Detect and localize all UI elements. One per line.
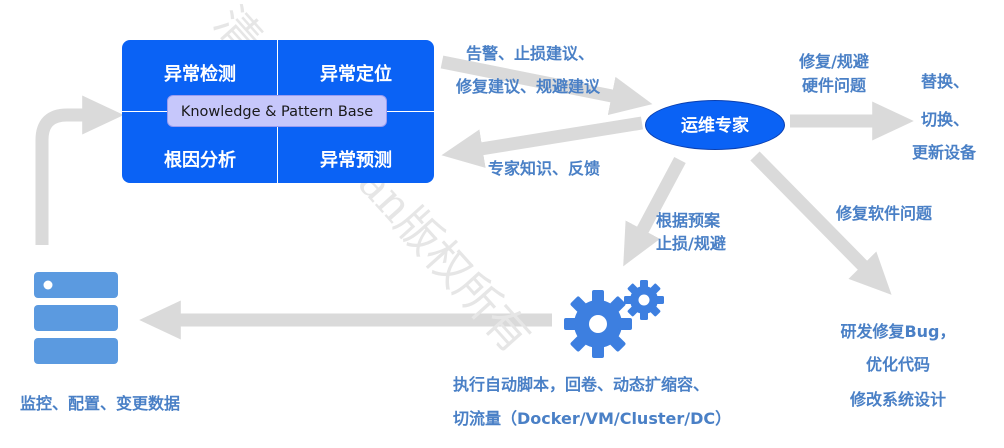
anomaly-localization: 异常定位 bbox=[320, 64, 392, 85]
dev-label-1: 研发修复Bug， bbox=[840, 322, 956, 341]
execute-label-1: 执行自动脚本，回卷、动态扩缩容、 bbox=[453, 375, 710, 394]
software-arrow bbox=[750, 151, 892, 295]
server-icon bbox=[34, 272, 118, 364]
alert-label-1: 告警、止损建议、 bbox=[466, 44, 595, 63]
plan-label-1: 根据预案 bbox=[656, 211, 721, 230]
hardware-label-2: 硬件问题 bbox=[801, 76, 866, 95]
replace-label-1: 替换、 bbox=[921, 72, 970, 91]
dev-label-2: 优化代码 bbox=[865, 355, 930, 374]
alert-arrow bbox=[440, 55, 653, 116]
knowledge-pattern-base: Knowledge & Pattern Base bbox=[167, 95, 387, 127]
loop-arrow bbox=[35, 95, 124, 245]
root-cause-analysis: 根因分析 bbox=[164, 150, 236, 171]
alert-label-2: 修复建议、规避建议 bbox=[456, 77, 601, 96]
ops-expert: 运维专家 bbox=[645, 100, 785, 150]
anomaly-prediction: 异常预测 bbox=[320, 150, 392, 171]
hardware-label-1: 修复/规避 bbox=[799, 52, 869, 71]
anomaly-detection: 异常检测 bbox=[164, 64, 236, 85]
dev-label-3: 修改系统设计 bbox=[849, 390, 946, 409]
replace-label-2: 切换、 bbox=[921, 110, 970, 129]
software-label: 修复软件问题 bbox=[836, 204, 933, 223]
gears-icon bbox=[564, 280, 664, 358]
execute-label-2: 切流量（Docker/VM/Cluster/DC） bbox=[453, 409, 732, 428]
replace-label-3: 更新设备 bbox=[912, 143, 977, 162]
plan-arrow bbox=[623, 156, 686, 267]
feedback-label: 专家知识、反馈 bbox=[488, 159, 601, 178]
monitor-label: 监控、配置、变更数据 bbox=[20, 394, 181, 413]
plan-label-2: 止损/规避 bbox=[656, 234, 726, 253]
feedback-arrow bbox=[441, 116, 644, 168]
